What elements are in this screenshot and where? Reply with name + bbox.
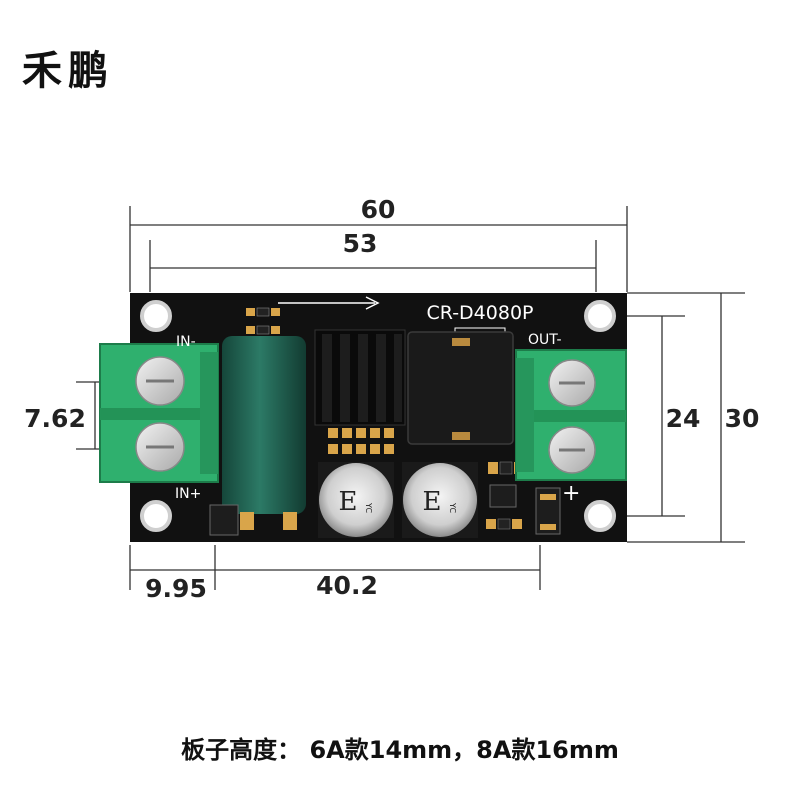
smd-parts-top-left <box>246 307 280 335</box>
cap-marking: E <box>339 487 358 517</box>
pcb-board: CR-D4080P <box>99 293 627 542</box>
label-in-plus: IN+ <box>175 486 201 502</box>
label-out-minus: OUT- <box>528 332 562 348</box>
brand-logo: 禾鹏 <box>22 47 114 94</box>
input-capacitor <box>222 336 306 530</box>
mounting-holes <box>140 300 616 532</box>
dim-terminal-pitch: 7.62 <box>24 404 86 433</box>
direction-arrow-icon <box>278 296 380 310</box>
board-height-caption: 板子高度： 6A款14mm，8A款16mm <box>181 736 619 764</box>
dim-hole-offset: 40.2 <box>316 571 378 600</box>
dim-hole-spacing-width: 53 <box>343 229 378 258</box>
smd-resistor-row <box>328 428 394 454</box>
cap-marking: E <box>423 487 442 517</box>
dim-left-offset: 9.95 <box>145 574 207 603</box>
label-out-plus: + <box>562 481 580 506</box>
dim-total-height: 30 <box>725 404 760 433</box>
smd-parts-bottom-right <box>209 461 561 536</box>
dimension-lines <box>76 206 745 590</box>
cap-sub-marking: YC <box>448 502 457 513</box>
inductor <box>407 331 514 445</box>
label-in-minus: IN- <box>176 334 196 350</box>
model-label: CR-D4080P <box>427 302 534 324</box>
dim-total-width: 60 <box>361 195 396 224</box>
dim-hole-spacing-height: 24 <box>666 404 701 433</box>
smd-capacitor-1: E YC <box>318 462 394 538</box>
output-terminal-block <box>515 349 627 481</box>
cap-sub-marking: YC <box>364 502 373 513</box>
heatsink <box>314 329 406 426</box>
input-terminal-block <box>99 343 219 483</box>
smd-capacitor-2: E YC <box>402 462 478 538</box>
